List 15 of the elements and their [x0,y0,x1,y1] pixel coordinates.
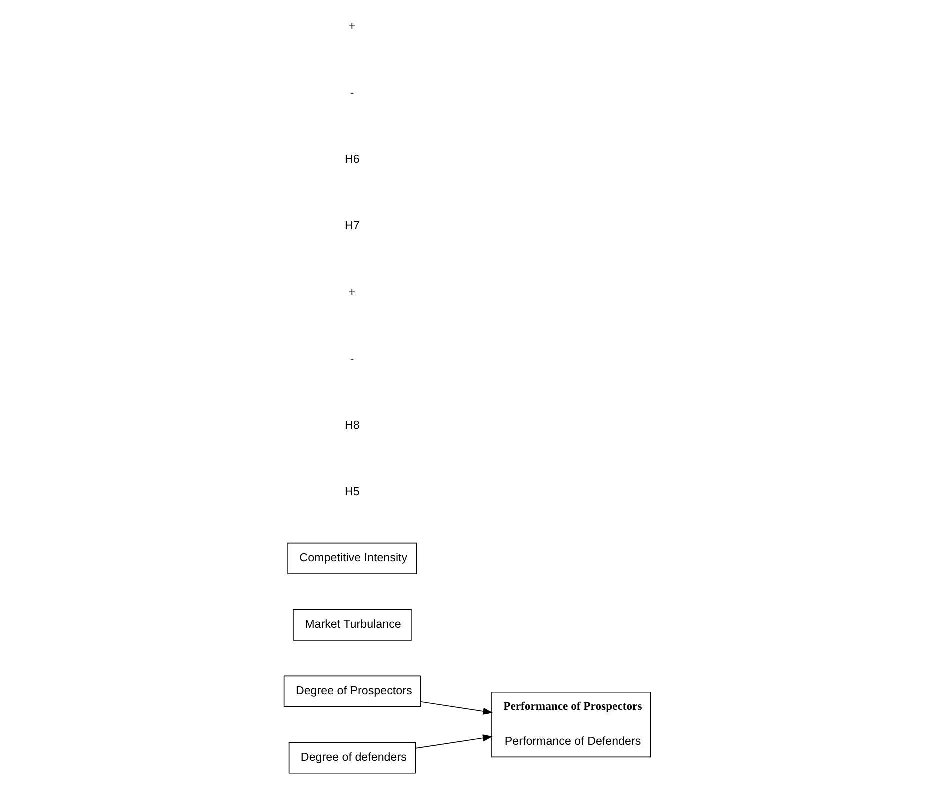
node-box: Competitive Intensity [288,542,418,574]
label: H6 [344,152,360,166]
label: - [350,86,354,100]
node-box: Degree of Prospectors [284,676,421,708]
node-box: Performance of Prospectors Performance of Defenders [492,692,652,758]
label: H5 [344,485,360,498]
label: + [348,20,356,34]
arrow [415,734,494,749]
node-box: Market Turbulance [293,609,412,641]
label: H7 [344,219,360,232]
arrow [420,701,494,715]
label: H8 [344,418,360,432]
label: - [350,352,354,366]
label: + [348,286,356,299]
node-box: Degree of defenders [288,742,416,774]
